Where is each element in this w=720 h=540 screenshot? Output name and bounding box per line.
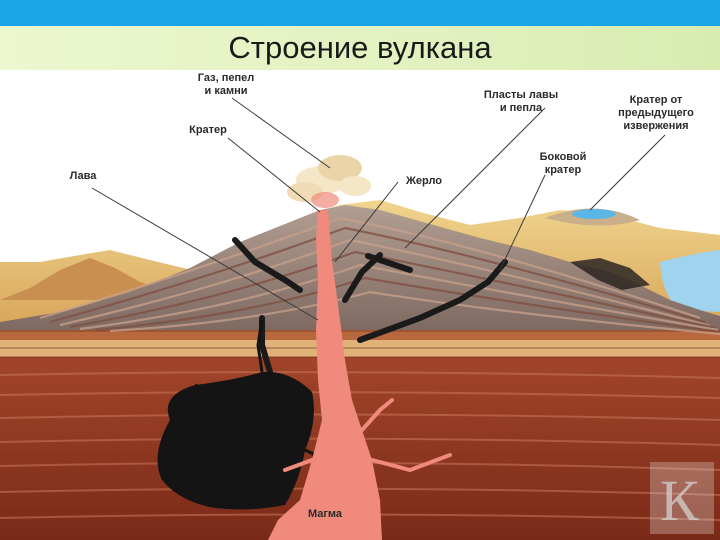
lake [660, 250, 720, 312]
ash-cloud [287, 155, 371, 208]
vent-label: Жерло [405, 175, 442, 187]
title-band [0, 26, 720, 70]
gas-label-line2: и камни [205, 85, 248, 97]
old-crater-label-line1: Кратер от [630, 94, 683, 106]
lava-dikes [232, 237, 508, 375]
leader-lines [91, 97, 666, 321]
side-crater-label-line1: Боковой [540, 151, 587, 163]
layers-label-line2: и пепла [500, 102, 543, 114]
watermark-logo: К [650, 462, 714, 534]
side-lava-flow [570, 258, 650, 290]
magma-branches [283, 398, 452, 473]
gas-label-line1: Газ, пепел [198, 72, 254, 84]
old-crater-water [572, 209, 616, 219]
watermark-letter: К [660, 468, 699, 533]
crater-label: Кратер [189, 124, 227, 136]
lava-label: Лава [70, 170, 98, 182]
magma-vent [268, 210, 382, 540]
page-title: Строение вулкана [228, 30, 492, 65]
top-accent-bar [0, 0, 720, 26]
side-crater-label-line2: кратер [545, 164, 582, 176]
layers-label-line1: Пласты лавы [484, 89, 558, 101]
old-crater-label-line3: извержения [623, 120, 688, 132]
magma-label: Магма [308, 508, 343, 520]
solidified-lava-mass [157, 371, 314, 510]
old-crater-label-line2: предыдущего [618, 107, 694, 119]
